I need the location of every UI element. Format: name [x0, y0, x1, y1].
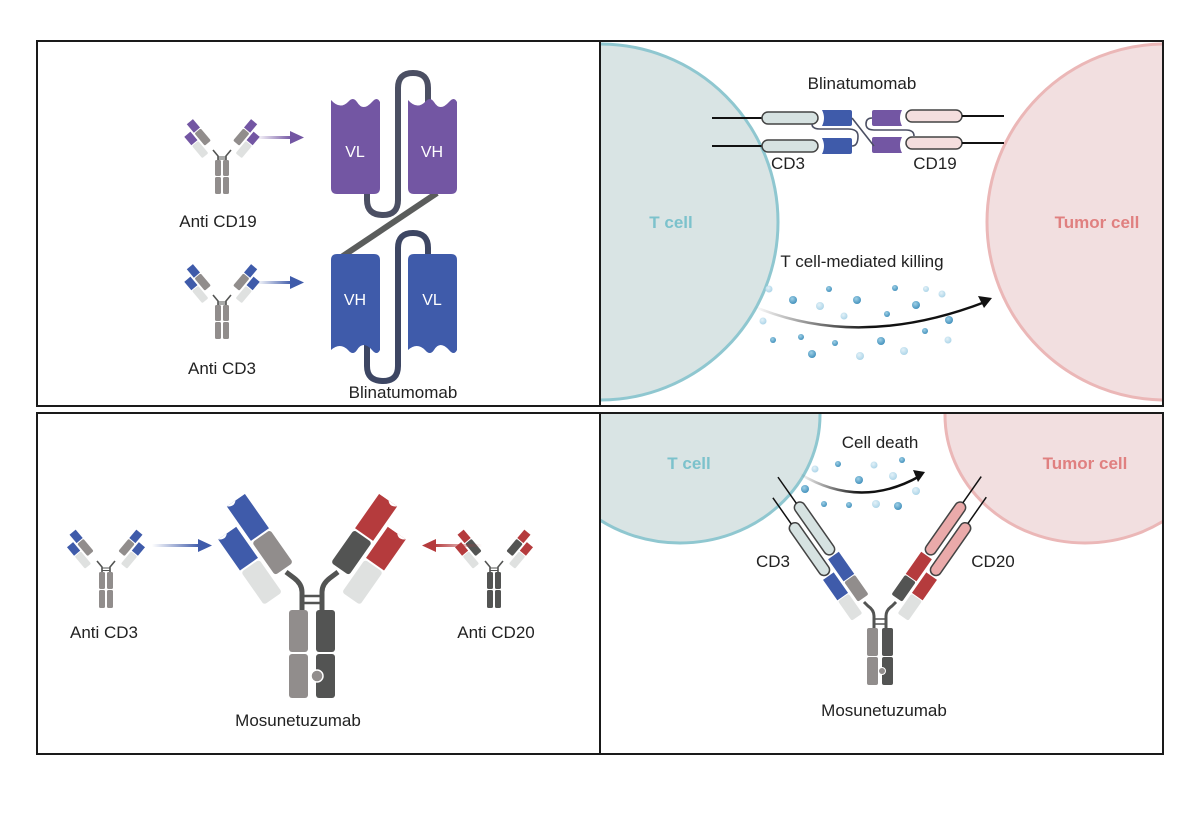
anti-cd3-domain [822, 110, 852, 126]
arrow-right-icon [256, 276, 304, 289]
linker-icon [332, 190, 439, 265]
anti-cd19-domain [872, 110, 902, 126]
anti-cd3-domain [822, 138, 852, 154]
svg-text:VH: VH [421, 144, 443, 161]
svg-text:VH: VH [344, 292, 366, 309]
panel-mosunetuzumab-construction: Anti CD3 Anti CD20 [66, 491, 535, 730]
arrow-right-icon [152, 539, 212, 552]
tumor-cell [985, 42, 1162, 402]
arrowhead-icon [913, 470, 925, 482]
cytotoxic-granules [801, 457, 920, 510]
tumor-cell [943, 414, 1162, 545]
anti-cd3-label: Anti CD3 [188, 359, 256, 378]
cd20-label: CD20 [971, 552, 1014, 571]
cytotoxic-granules [759, 285, 953, 360]
linker-icon [364, 229, 431, 385]
mosunetuzumab-label: Mosunetuzumab [235, 711, 361, 730]
arrow-left-icon [422, 539, 482, 552]
anti-cd19-label: Anti CD19 [179, 212, 256, 231]
cell-death-arrow-icon [799, 472, 921, 494]
panel-blinatumomab-mechanism: T cell Tumor cell Blinatumomab CD3 CD19 [601, 42, 1162, 402]
cell-death-label: Cell death [842, 433, 919, 452]
t-cell-label: T cell [649, 213, 692, 232]
cd3-receptor [712, 111, 819, 153]
anti-cd20-antibody-icon [454, 529, 534, 608]
vh-domain-cd19: VH [408, 99, 457, 194]
t-cell-killing-label: T cell-mediated killing [780, 252, 943, 271]
killing-arrow-icon [754, 300, 986, 329]
t-cell [601, 42, 780, 402]
mosunetuzumab-bound-icon [772, 476, 987, 685]
t-cell-label: T cell [667, 454, 710, 473]
anti-cd20-label: Anti CD20 [457, 623, 534, 642]
linker-icon [364, 69, 431, 219]
panel-mosunetuzumab-mechanism: T cell Tumor cell Cell death [601, 414, 1162, 720]
blinatumomab-label: Blinatumomab [349, 383, 458, 402]
vl-domain-cd3: VL [408, 254, 457, 353]
anti-cd19-domain [872, 137, 902, 153]
panel-blinatumomab-construction: Anti CD19 Anti CD3 VL [179, 69, 458, 402]
mosunetuzumab-label: Mosunetuzumab [821, 701, 947, 720]
cd3-label: CD3 [756, 552, 790, 571]
svg-text:VL: VL [422, 292, 442, 309]
blinatumomab-title: Blinatumomab [808, 74, 917, 93]
tumor-cell-label: Tumor cell [1055, 213, 1140, 232]
vl-domain-cd19: VL [331, 99, 380, 194]
mosunetuzumab-antibody-icon [218, 491, 406, 698]
anti-cd3-label: Anti CD3 [70, 623, 138, 642]
t-cell [601, 414, 822, 545]
anti-cd19-antibody-icon [184, 119, 260, 194]
cd3-label: CD3 [771, 154, 805, 173]
arrowhead-icon [978, 296, 992, 308]
anti-cd3-antibody-icon [66, 529, 146, 608]
cd19-label: CD19 [913, 154, 956, 173]
tumor-cell-label: Tumor cell [1043, 454, 1128, 473]
anti-cd3-antibody-icon [184, 264, 260, 339]
vh-domain-cd3: VH [331, 254, 380, 353]
cd19-receptor [905, 109, 1004, 150]
arrow-right-icon [256, 131, 304, 144]
svg-text:VL: VL [345, 144, 365, 161]
